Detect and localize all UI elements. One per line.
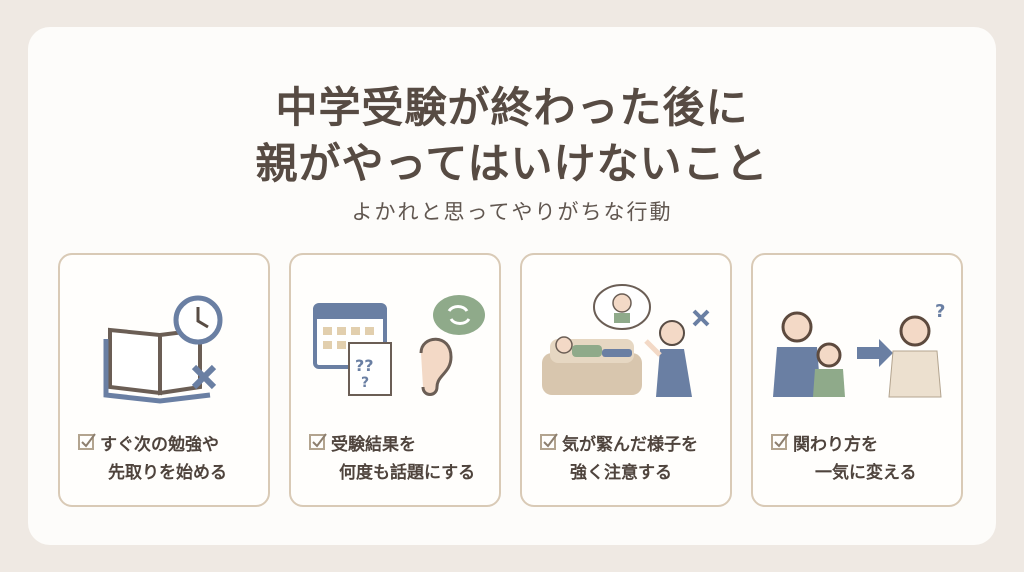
- subtitle: よかれと思ってやりがちな行動: [351, 200, 673, 224]
- parent-scolding-child-icon: [542, 284, 710, 397]
- parent-child-change-icon: ?: [773, 301, 945, 398]
- card-text-line-1: 気が緊んだ様子を: [562, 435, 698, 455]
- card-scold-child: 気が緊んだ様子を 強く注意する: [520, 253, 732, 507]
- checkbox-icon: [771, 433, 789, 450]
- svg-text:??: ??: [355, 356, 374, 375]
- title-line-2: 親がやってはいけないこと: [255, 139, 769, 188]
- svg-text:?: ?: [361, 375, 369, 391]
- card-text-line-2: 先取りを始める: [108, 463, 227, 483]
- svg-text:?: ?: [935, 301, 945, 322]
- card-text-line-1: 受験結果を: [331, 435, 416, 455]
- card-text-line-2: 何度も話題にする: [339, 463, 476, 483]
- card-change-approach: ? 関わり方を 一気に変える: [751, 253, 963, 507]
- card-start-study: すぐ次の勉強や 先取りを始める: [58, 253, 270, 507]
- checkbox-icon: [309, 433, 327, 450]
- card-text-line-1: すぐ次の勉強や: [100, 435, 219, 455]
- checkbox-icon: [540, 433, 558, 450]
- card-text-line-2: 一気に変える: [815, 463, 917, 483]
- card-text-line-1: 関わり方を: [793, 435, 878, 455]
- calendar-ear-icon: ?? ?: [313, 295, 485, 396]
- card-text-line-2: 強く注意する: [570, 463, 672, 483]
- book-clock-x-icon: [103, 295, 223, 404]
- title-line-1: 中学受験が終わった後に: [275, 83, 749, 132]
- card-discuss-results: ?? ? 受験結果を 何度も話題にする: [289, 253, 501, 507]
- checkbox-icon: [78, 433, 96, 450]
